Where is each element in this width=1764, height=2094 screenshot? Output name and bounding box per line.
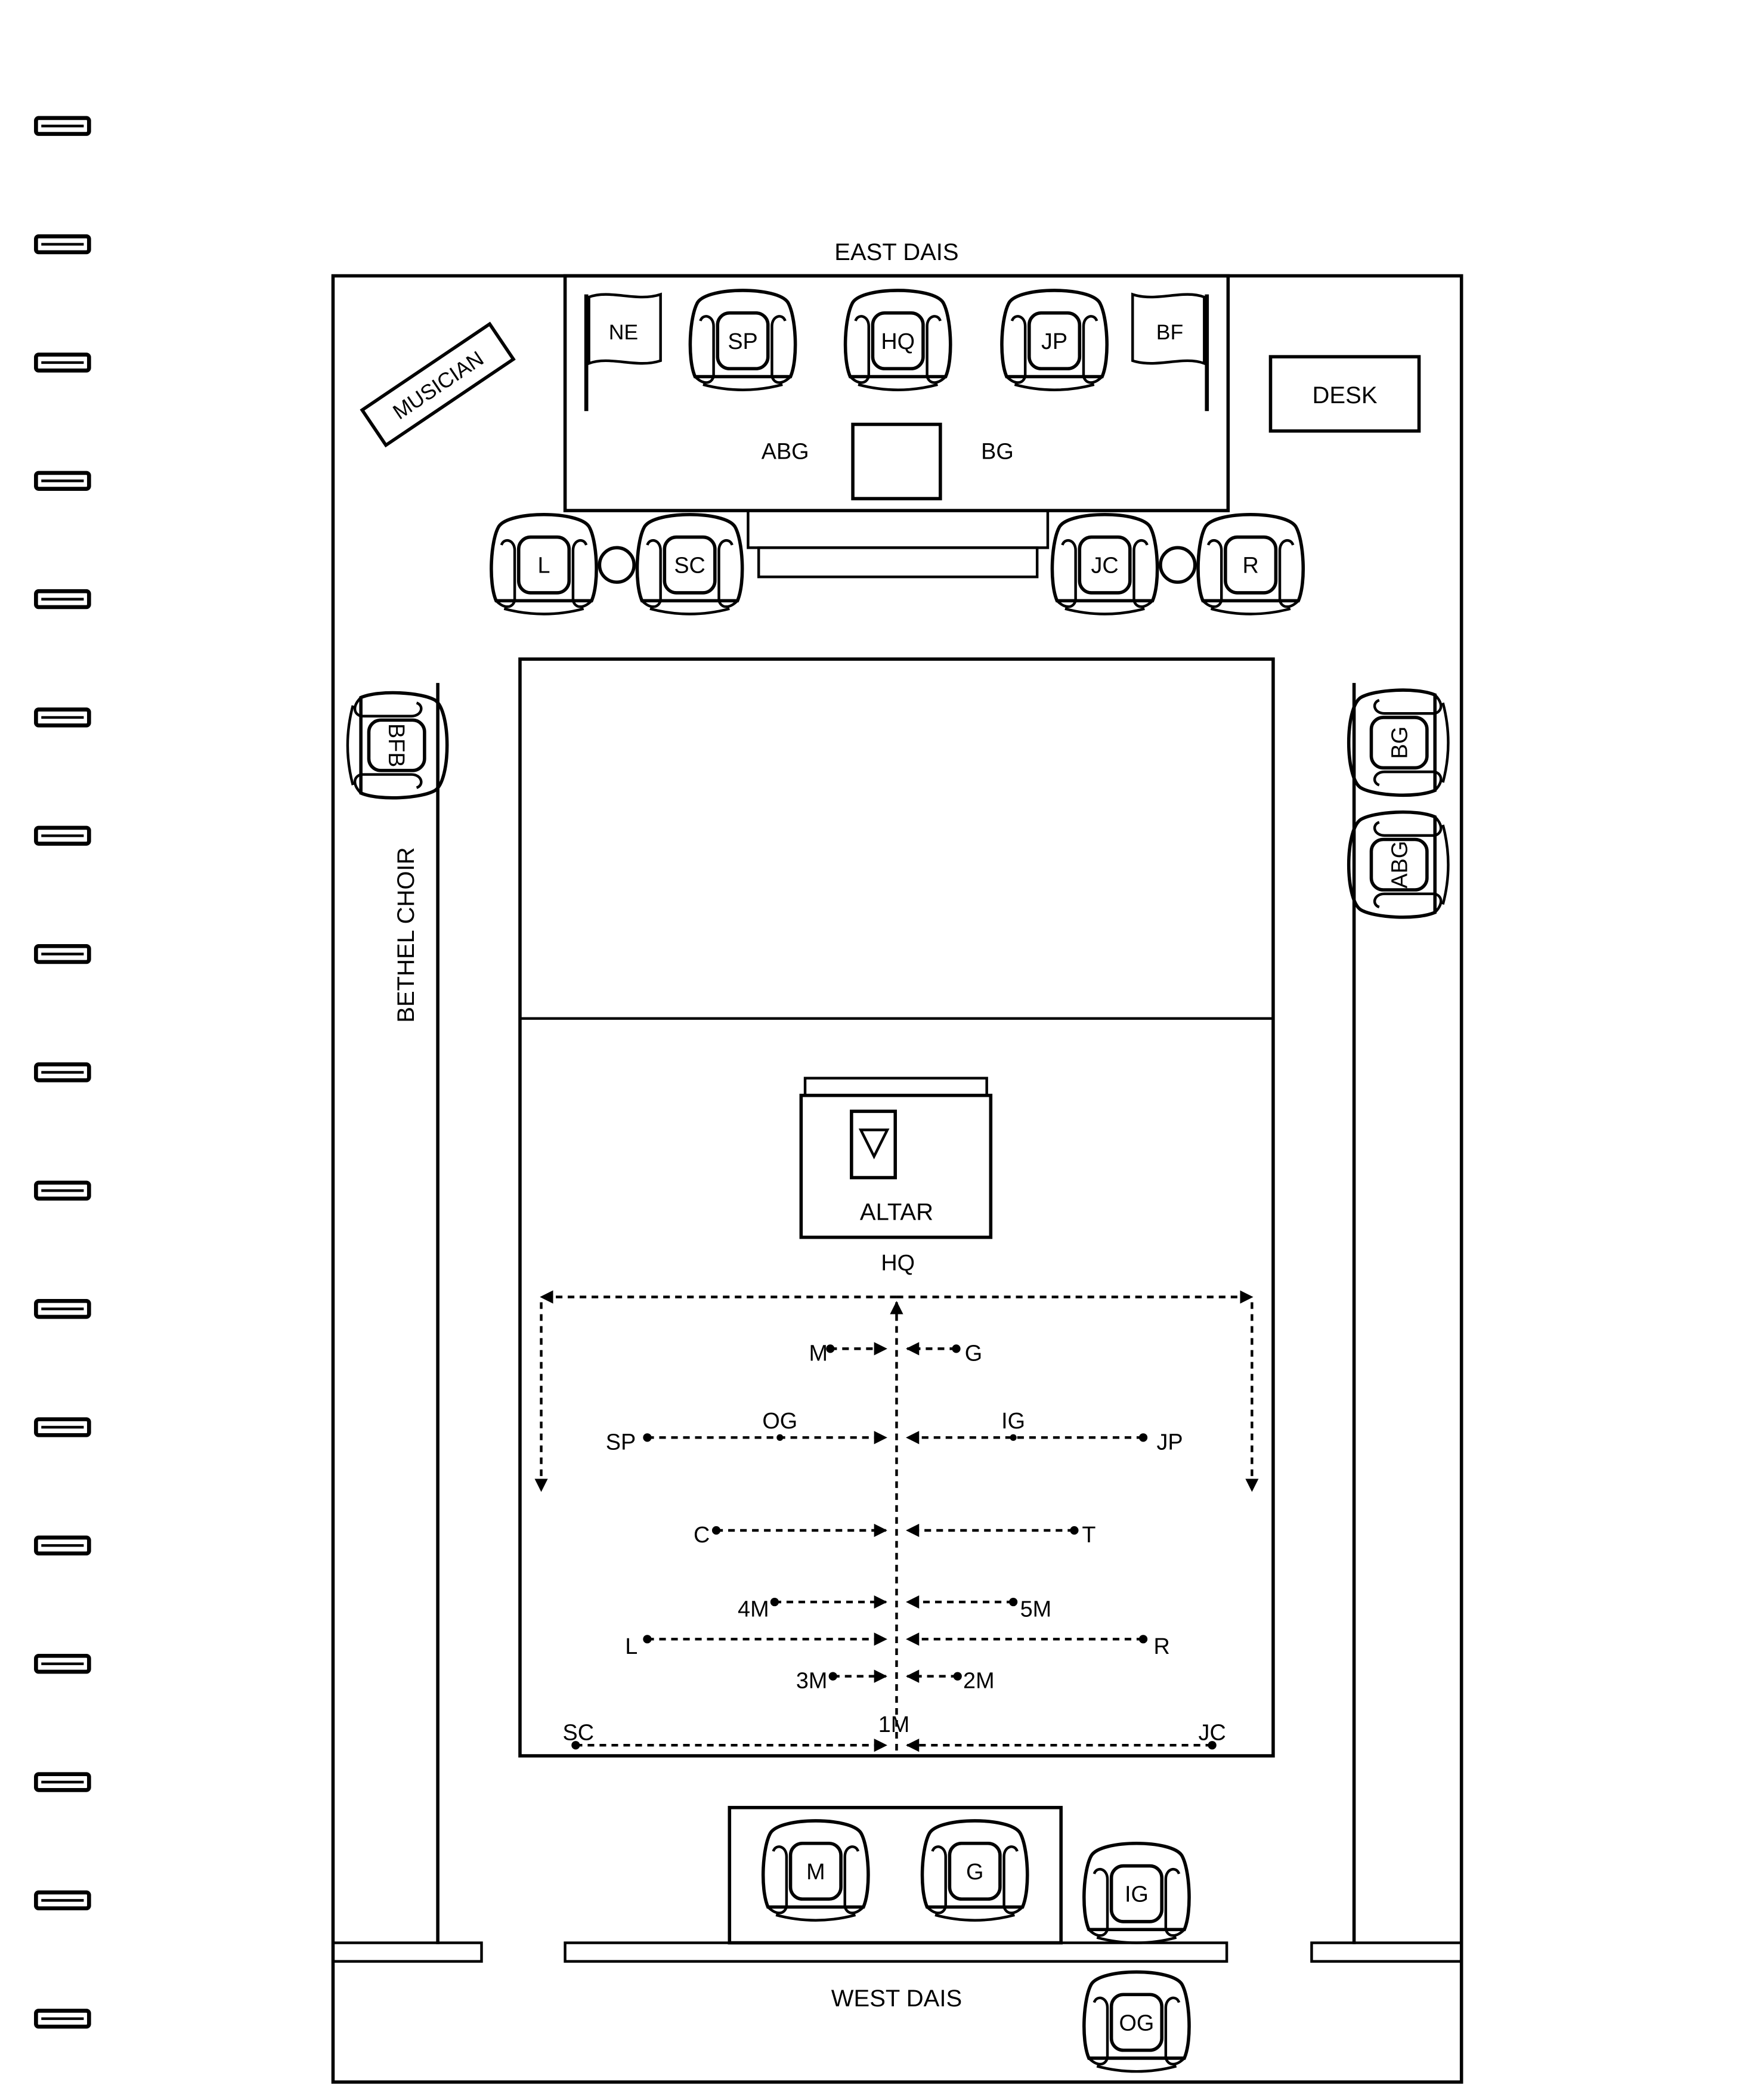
margin-marker: [34, 352, 91, 373]
margin-marker: [34, 944, 91, 964]
pos-m: M: [809, 1341, 828, 1366]
musician-box: MUSICIAN: [360, 321, 516, 448]
chair-jc-label: JC: [1091, 553, 1118, 579]
pos-r: R: [1154, 1634, 1170, 1659]
east-dais-label: EAST DAIS: [834, 239, 958, 265]
pos-c: C: [694, 1523, 710, 1548]
chair-jp: JP: [1000, 289, 1109, 391]
pos-g: G: [965, 1341, 982, 1366]
chair-r-label: R: [1243, 553, 1259, 579]
pos-l: L: [625, 1634, 637, 1659]
pos-3m: 3M: [796, 1669, 828, 1694]
south-rail-base: [1310, 1941, 1463, 1963]
margin-marker: [34, 471, 91, 491]
margin-marker: [34, 589, 91, 610]
lodge-floor: [518, 657, 1275, 1758]
chair-l-label: L: [537, 553, 550, 579]
pos-og: OG: [762, 1409, 797, 1434]
margin-marker: [34, 707, 91, 728]
margin-marker: [34, 116, 91, 136]
desk-label: DESK: [1313, 382, 1378, 409]
pos-4m: 4M: [738, 1597, 769, 1622]
chair-ig-label: IG: [1125, 1882, 1149, 1907]
bethel-choir-label: BETHEL CHOIR: [393, 847, 419, 1022]
chair-jc: JC: [1050, 512, 1159, 615]
abg-pedestal-label: ABG: [762, 439, 809, 464]
chair-sc: SC: [635, 512, 744, 615]
pos-sc: SC: [563, 1720, 595, 1745]
margin-marker: [34, 1298, 91, 1319]
chair-ig: IG: [1082, 1841, 1191, 1944]
side-table-right: [1159, 546, 1197, 584]
pos-jp: JP: [1156, 1430, 1183, 1455]
dais-step: [747, 509, 1050, 549]
north-rail-base: [332, 1941, 483, 1963]
flag-bf-label: BF: [1156, 320, 1183, 344]
west-dais-step: [564, 1941, 1228, 1963]
chair-r: R: [1196, 512, 1305, 615]
chair-hq-label: HQ: [881, 329, 915, 354]
margin-marker: [34, 1890, 91, 1911]
altar-top: [803, 1077, 988, 1097]
margin-marker: [34, 2009, 91, 2029]
margin-markers: [34, 116, 91, 2029]
margin-marker: [34, 1772, 91, 1792]
altar-book: [850, 1109, 898, 1180]
chair-sp: SP: [688, 289, 797, 391]
pos-hq: HQ: [881, 1251, 915, 1276]
margin-marker: [34, 234, 91, 255]
chair-sp-label: SP: [728, 329, 757, 354]
chair-og: OG: [1082, 1970, 1191, 2073]
side-table-left: [598, 546, 636, 584]
margin-marker: [34, 1654, 91, 1674]
margin-marker: [34, 1180, 91, 1201]
chair-m: M: [761, 1819, 870, 1922]
pos-sp: SP: [606, 1430, 636, 1455]
pos-1m: 1M: [878, 1712, 910, 1737]
west-dais-label: WEST DAIS: [831, 1985, 962, 2012]
chair-bg-label: BG: [1388, 726, 1413, 759]
flag-ne-label: NE: [609, 320, 638, 344]
pos-t: T: [1082, 1523, 1095, 1548]
chair-og-label: OG: [1119, 2011, 1155, 2036]
chair-abg-label: ABG: [1388, 841, 1413, 889]
pedestal: [851, 422, 942, 500]
pos-jc: JC: [1199, 1720, 1226, 1745]
margin-marker: [34, 1417, 91, 1437]
floor-paths: [534, 1290, 1259, 1752]
chair-bfb: BFB: [346, 691, 449, 800]
bg-pedestal-label: BG: [981, 439, 1014, 464]
chair-abg: ABG: [1347, 810, 1450, 919]
og-waypoint: [776, 1434, 784, 1441]
flag-ne: NE: [584, 292, 662, 412]
floor-labels: HQ M G SP OG IG JP C T 4M 5M L R 3M 2M S…: [563, 1251, 1226, 1745]
chair-jp-label: JP: [1041, 329, 1067, 354]
chairs-layer: SP HQ JP L SC JC R BFB BG ABG M G IG OG: [346, 289, 1450, 2073]
pos-2m: 2M: [963, 1669, 995, 1694]
chair-m-label: M: [806, 1860, 825, 1885]
chair-bfb-label: BFB: [383, 723, 408, 768]
chair-g: G: [920, 1819, 1029, 1922]
chair-l: L: [490, 512, 598, 615]
chair-sc-label: SC: [674, 553, 705, 579]
pos-ig: IG: [1001, 1409, 1025, 1434]
chair-hq: HQ: [843, 289, 952, 391]
altar-label: ALTAR: [860, 1199, 933, 1226]
dais-step-lower: [757, 546, 1039, 579]
margin-marker: [34, 1062, 91, 1082]
triangle-icon: [858, 1128, 890, 1159]
ig-waypoint: [1010, 1434, 1017, 1441]
margin-marker: [34, 825, 91, 846]
altar: [799, 1093, 993, 1239]
chair-g-label: G: [966, 1860, 983, 1885]
desk: [1268, 355, 1421, 433]
chair-bg: BG: [1347, 688, 1450, 797]
flag-bf: BF: [1131, 292, 1209, 412]
margin-marker: [34, 1535, 91, 1556]
pos-5m: 5M: [1020, 1597, 1052, 1622]
